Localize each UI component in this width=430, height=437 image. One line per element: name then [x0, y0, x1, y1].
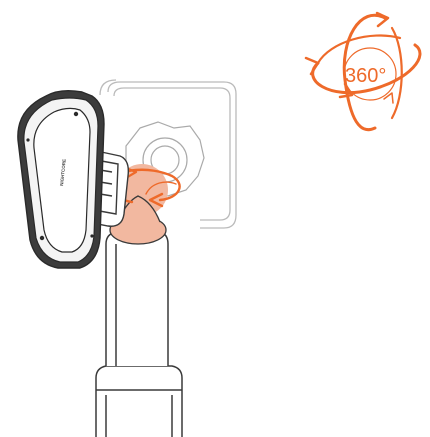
mount-pole — [96, 232, 182, 437]
rotation-label: 360° — [345, 65, 386, 87]
rotation-360-badge: 360° — [306, 13, 420, 130]
magnetic-pad: NIGHTCORE — [18, 91, 104, 268]
